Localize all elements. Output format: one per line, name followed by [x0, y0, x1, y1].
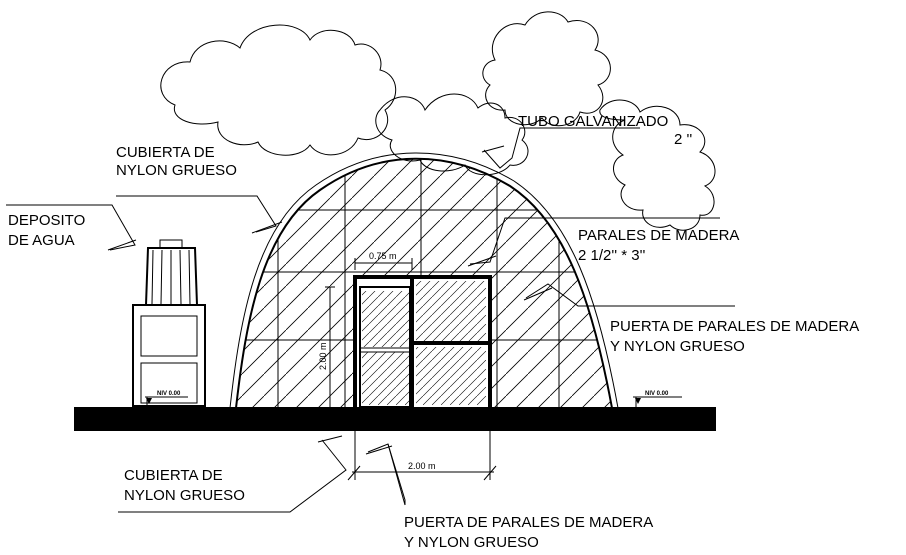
- label-tubo-galvanizado: TUBO GALVANIZADO: [518, 113, 668, 130]
- level-marker-right: NIV 0.00: [633, 391, 682, 407]
- label-cubierta-top-2: NYLON GRUESO: [116, 162, 237, 179]
- door-height-dimension: 2.00 m: [318, 342, 328, 370]
- dome-arch: [235, 157, 613, 409]
- level-label-left: NIV 0.00: [157, 391, 181, 397]
- label-puerta-right-1: PUERTA DE PARALES DE MADERA: [610, 318, 859, 335]
- label-tubo-size: 2 '': [674, 131, 692, 148]
- label-puerta-bottom-1: PUERTA DE PARALES DE MADERA: [404, 514, 653, 531]
- label-deposito-1: DEPOSITO: [8, 212, 85, 229]
- frame-width-dimension: 2.00 m: [408, 461, 436, 471]
- level-label-right: NIV 0.00: [645, 391, 669, 397]
- label-parales-1: PARALES DE MADERA: [578, 227, 739, 244]
- level-marker-left: NIV 0.00: [145, 391, 188, 407]
- ground-slab: [74, 407, 716, 431]
- door-frame: [353, 275, 492, 408]
- door-width-dimension: 0.75 m: [369, 251, 397, 261]
- label-cubierta-bottom-2: NYLON GRUESO: [124, 487, 245, 504]
- water-tank: [132, 239, 206, 407]
- clouds: [160, 11, 716, 231]
- label-cubierta-bottom-1: CUBIERTA DE: [124, 467, 223, 484]
- label-deposito-2: DE AGUA: [8, 232, 75, 249]
- label-puerta-bottom-2: Y NYLON GRUESO: [404, 534, 539, 551]
- leader-lines: [6, 127, 735, 513]
- label-puerta-right-2: Y NYLON GRUESO: [610, 338, 745, 355]
- label-cubierta-top-1: CUBIERTA DE: [116, 144, 215, 161]
- label-parales-2: 2 1/2'' * 3'': [578, 247, 645, 264]
- dimension-lines: [325, 258, 497, 481]
